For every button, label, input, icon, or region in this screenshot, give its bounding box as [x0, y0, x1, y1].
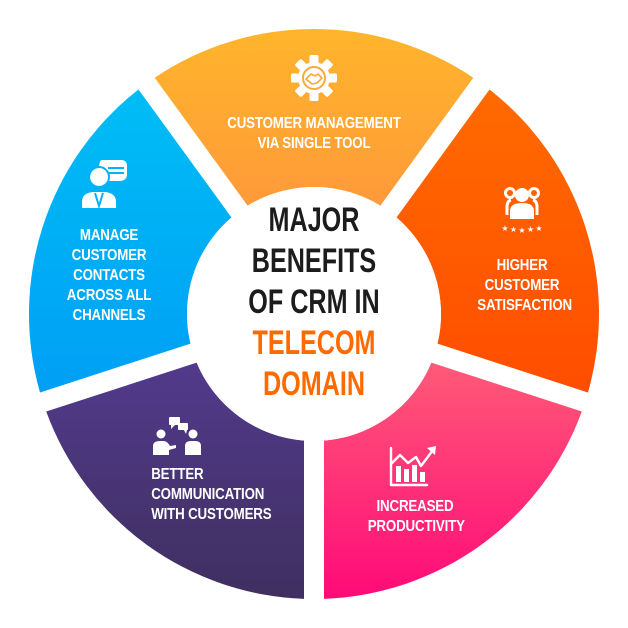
segment-label-customer-management: CUSTOMER MANAGEMENT VIA SINGLE TOOL [216, 114, 412, 154]
title-accent-line: TELECOM [252, 324, 376, 362]
segment-label-increased-productivity: INCREASED PRODUCTIVITY [367, 497, 465, 537]
segment-customer-management [154, 29, 474, 206]
conversation-icon [153, 417, 201, 455]
segment-label-line: CUSTOMER MANAGEMENT [227, 115, 401, 132]
title-line: OF CRM IN [248, 283, 380, 321]
svg-text:★: ★ [518, 226, 525, 235]
segment-label-line: PRODUCTIVITY [367, 518, 465, 535]
segment-label-manage-contacts: MANAGE CUSTOMER CONTACTS ACROSS ALL CHANNELS [62, 226, 157, 326]
segment-label-line: SATISFACTION [477, 297, 572, 314]
segment-label-line: WITH CUSTOMERS [151, 506, 272, 523]
segment-higher-satisfaction [396, 89, 600, 393]
segment-label-line: VIA SINGLE TOOL [257, 135, 371, 152]
center-title: MAJOR BENEFITS OF CRM IN TELECOM DOMAIN [225, 200, 403, 405]
segment-better-communication [46, 362, 305, 599]
svg-text:★: ★ [527, 225, 534, 234]
segment-label-line: CUSTOMER [484, 277, 560, 294]
segment-label-line: COMMUNICATION [151, 486, 265, 503]
segment-label-higher-satisfaction: HIGHER CUSTOMER SATISFACTION [477, 256, 572, 316]
contact-chat-icon [82, 160, 127, 210]
segment-label-better-communication: BETTER COMMUNICATION WITH CUSTOMERS [151, 465, 289, 525]
segment-label-line: MANAGE [79, 227, 139, 244]
segment-label-line: HIGHER [496, 257, 548, 274]
title-accent-line: DOMAIN [262, 365, 366, 403]
gear-handshake-icon [291, 55, 337, 101]
svg-text:★: ★ [510, 225, 517, 234]
segment-label-line: CONTACTS [73, 267, 145, 284]
svg-text:★: ★ [501, 224, 508, 233]
center-circle [187, 187, 441, 441]
segment-increased-productivity [324, 362, 582, 599]
svg-text:★: ★ [535, 224, 542, 233]
segment-manage-contacts [28, 89, 232, 393]
segment-label-line: CUSTOMER [71, 247, 147, 264]
title-line: MAJOR [268, 201, 360, 239]
segment-label-line: ACROSS ALL [66, 287, 152, 304]
title-line: BENEFITS [251, 242, 377, 280]
growth-chart-icon [389, 446, 436, 487]
customers-rating-icon: ★★★★★ [501, 187, 543, 235]
segment-label-line: BETTER [151, 466, 204, 483]
segment-label-line: CHANNELS [72, 307, 146, 324]
segment-label-line: INCREASED [376, 498, 454, 515]
